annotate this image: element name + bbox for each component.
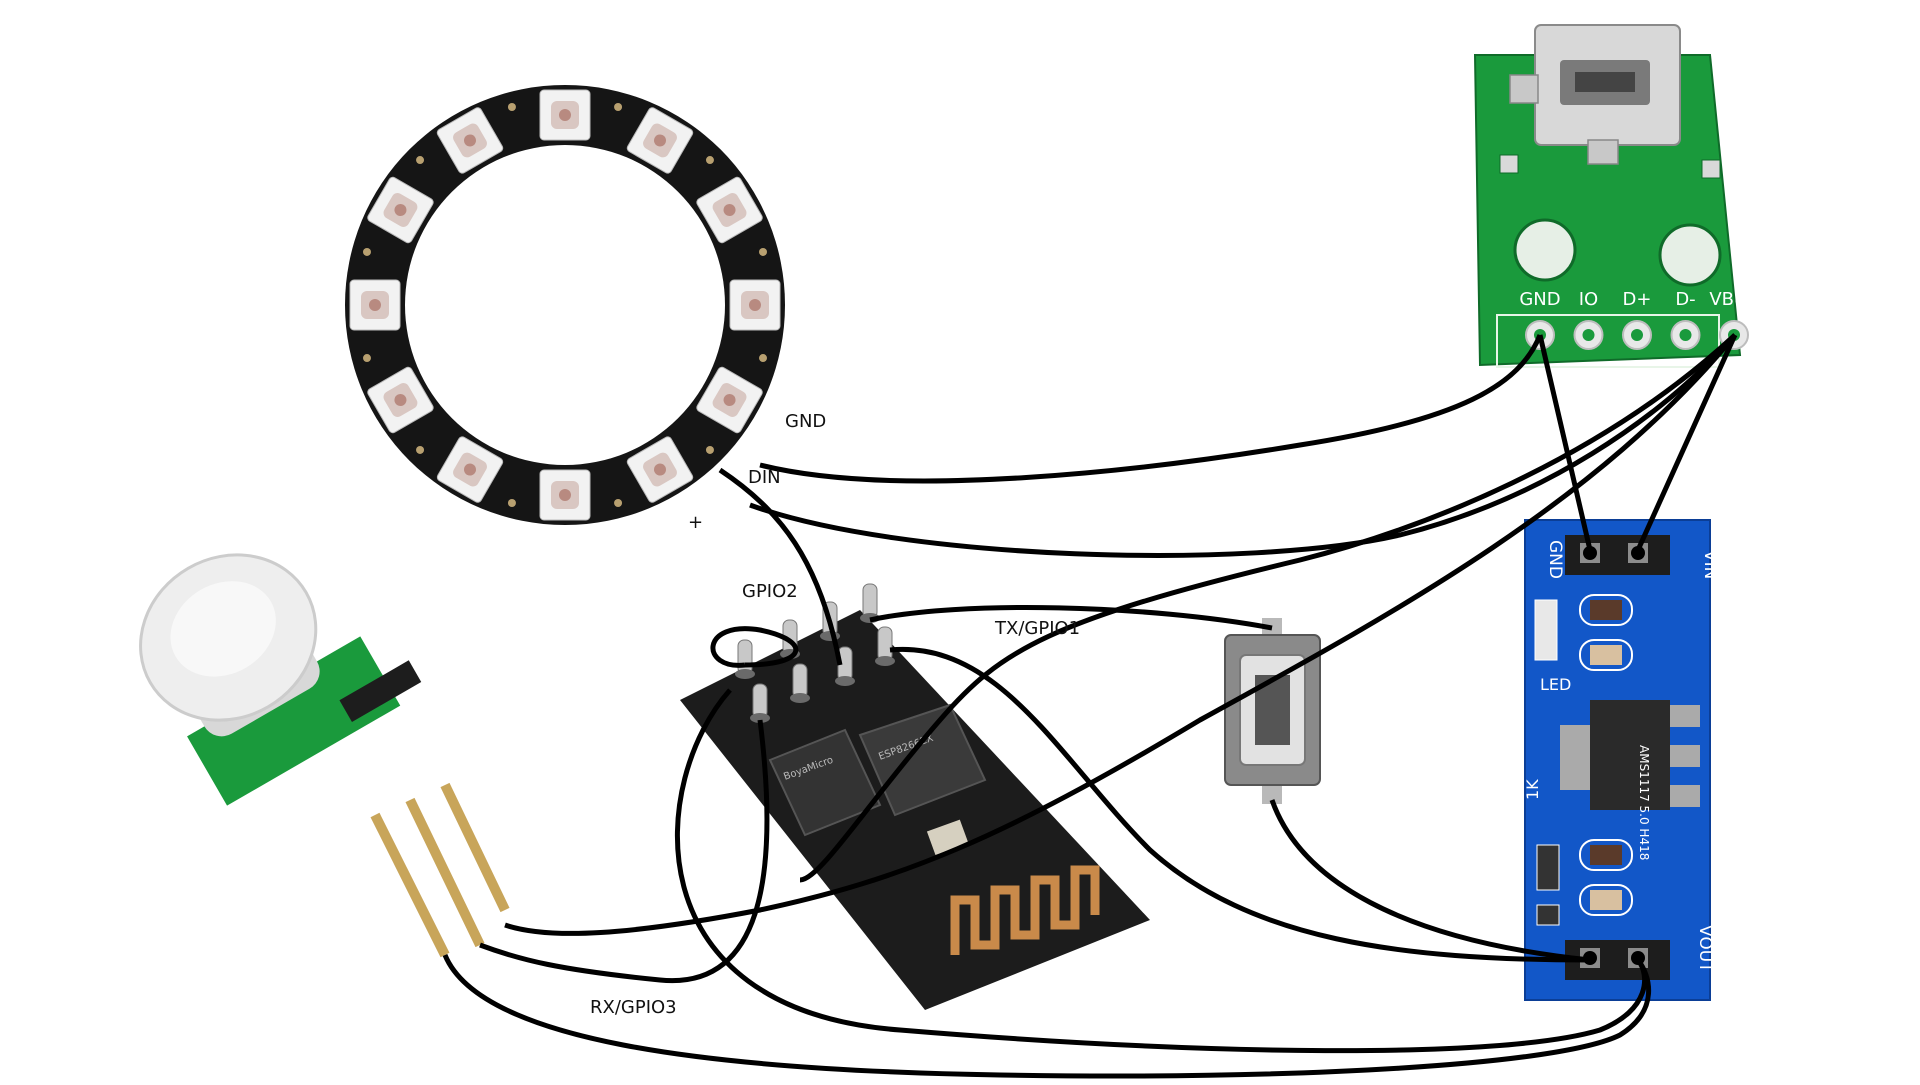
ring-led [539,469,591,521]
esp-pin-base [875,656,895,666]
esp-pin-base [835,676,855,686]
wire-ring-gnd-usb-gnd [759,334,1543,484]
regulator-vin-label: VIN [1700,550,1720,579]
label-rx-gpio3: RX/GPIO3 [590,997,677,1018]
wire-esp-tx-button [869,605,1273,631]
wire-usb-vbus-pir [504,333,1737,936]
header-contacts [1583,546,1645,965]
pir-pin-3 [440,782,510,913]
neopixel-ring-12-icon [345,85,785,525]
ring-led [349,279,401,331]
ring-pad [362,354,371,363]
ring-led [436,436,504,503]
esp-pin-base [790,693,810,703]
ring-led [626,107,694,174]
pir-pin-1 [370,812,450,958]
usb-pin-label: GND [1519,289,1560,310]
ring-pad [614,102,623,111]
esp-pin-base [735,669,755,679]
label-din: DIN [748,467,781,488]
wire-usb-vbus-reg-vin [1635,333,1738,552]
ring-led [626,436,694,503]
regulator-led-label: LED [1540,675,1571,694]
label-gnd: GND [785,411,826,432]
usb-pin-label: VBUS [1709,289,1758,310]
esp-header-pin [752,683,768,719]
ring-led [696,366,763,434]
wires [442,333,1738,1079]
pir-sensor-icon [139,553,510,958]
usb-pin-label: D+ [1623,289,1652,310]
ring-led [696,176,763,244]
esp-antenna-trace [950,865,1100,955]
ring-led [539,89,591,141]
usb-pin-hole [1679,329,1692,341]
regulator-chip-text: AMS1117 5.0 H418 [1637,745,1651,860]
ring-pad [507,102,516,111]
wire-button-reg-gnd [1269,799,1591,963]
regulator-vout-label: VOUT [1695,925,1715,973]
usb-pin-label: IO [1579,289,1598,310]
usb-pin-hole [1631,329,1643,341]
ring-led [436,107,504,174]
usb-pin-label: D- [1675,289,1695,310]
wire-esp-gpio2-loop [710,626,799,668]
ring-pad [759,354,768,363]
wire-pir-gnd-reg [442,954,1652,1079]
ring-pad [759,247,768,256]
ring-led [367,176,434,244]
label-plus: + [688,512,703,533]
label-gpio2: GPIO2 [742,581,798,602]
ring-pad [705,156,714,165]
ring-pad [416,445,425,454]
pir-pin-2 [405,797,485,948]
label-tx-gpio1: TX/GPIO1 [994,618,1080,639]
micro-usb-breakout-icon: GND IO D+ D- VBUS [1473,24,1759,368]
regulator-1k-label: 1K [1523,779,1542,800]
tactile-switch-icon [1224,618,1321,804]
esp-header-pin [862,583,878,619]
ring-pad [614,499,623,508]
wire-usb-gnd-reg-gnd [1537,334,1593,551]
ring-pad [362,247,371,256]
wire-esp-rx-pir [479,719,770,984]
esp-header-pin [792,663,808,699]
esp-pin-base [750,713,770,723]
esp-header-pin [737,639,753,675]
ring-led [367,366,434,434]
usb-pin-hole [1582,329,1595,341]
regulator-gnd-label: GND [1545,540,1565,579]
ring-pad [416,156,425,165]
ring-pad [507,499,516,508]
esp-header-pin [877,626,893,662]
wire-esp-gnd-reg-gnd [889,646,1591,963]
ams1117-regulator-board-icon: VIN GND VOUT LED 1K AMS1117 5.0 H418 [1523,519,1720,1001]
wire-esp-vout [675,688,1648,1054]
ring-led [729,279,781,331]
ring-pad [705,445,714,454]
wire-ring-din-esp-gpio2 [718,467,843,666]
